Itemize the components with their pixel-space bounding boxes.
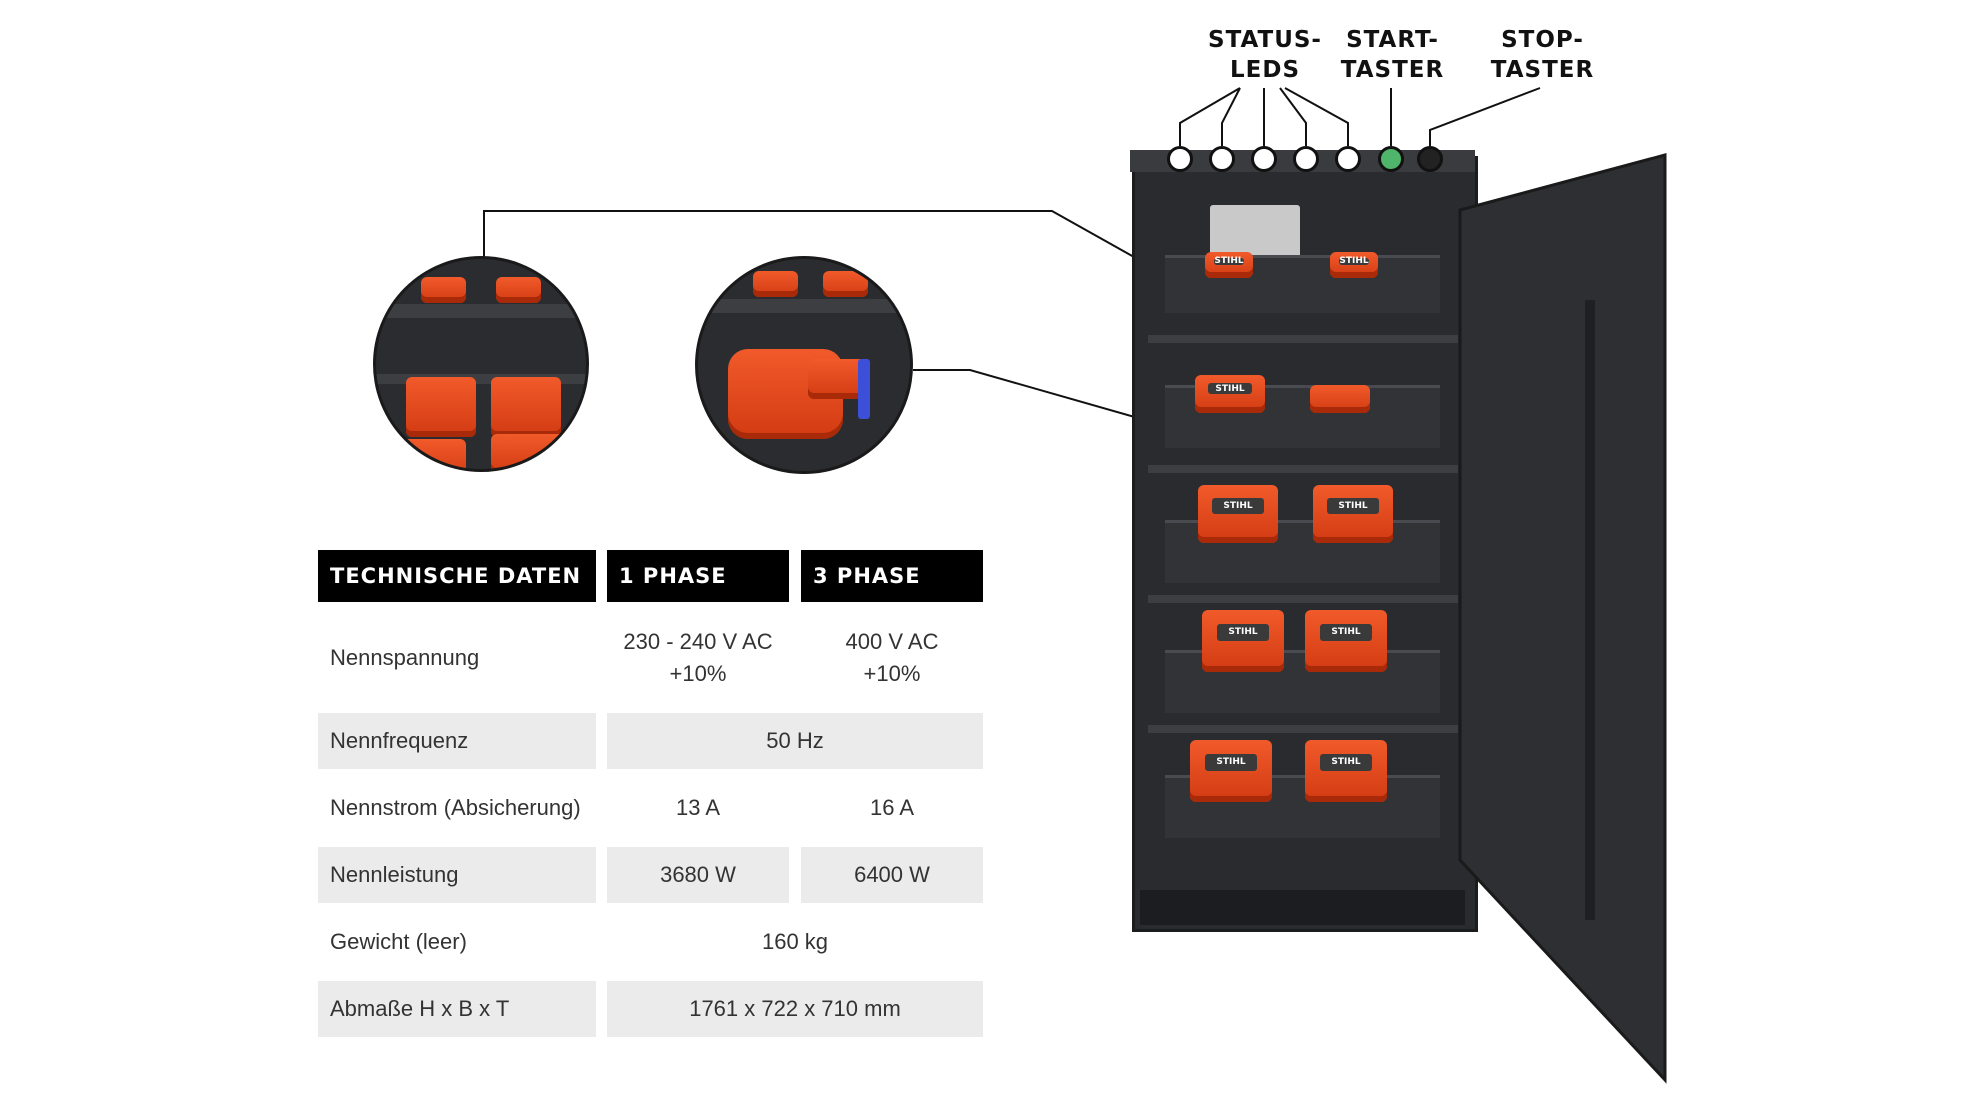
row-label-nennleistung: Nennleistung [318, 847, 596, 903]
value-nennspannung-1-phase: 230 - 240 V AC +10% [623, 628, 773, 686]
status-led-3 [1251, 146, 1277, 172]
row-label-nennspannung: Nennspannung [330, 644, 480, 670]
value-nennleistung-1-phase: 3680 W [607, 847, 789, 903]
status-led-1 [1167, 146, 1193, 172]
shelf-2 [1148, 465, 1458, 473]
battery [496, 277, 541, 303]
status-leds-label: STATUS- LEDS [1208, 27, 1322, 83]
table-header-1-phase: 1 PHASE [607, 550, 789, 602]
status-led-4 [1293, 146, 1319, 172]
cabinet-plinth [1140, 890, 1465, 925]
battery: STIHL [1202, 610, 1284, 672]
value-nennstrom-3-phase: 16 A [869, 795, 915, 820]
battery: STIHL [1305, 610, 1387, 672]
value-gewicht: 160 kg [761, 929, 829, 954]
battery [406, 377, 476, 437]
battery: STIHL [1205, 252, 1253, 278]
stop-button-label: STOP- TASTER [1490, 27, 1595, 83]
table-header-3-phase: 3 PHASE [801, 550, 983, 602]
status-led-5 [1335, 146, 1361, 172]
battery: STIHL [1190, 740, 1272, 802]
blue-connector-icon [858, 359, 870, 419]
shelf-3 [1148, 595, 1458, 603]
battery [396, 439, 466, 469]
value-nennstrom-1-phase: 13 A [675, 795, 721, 820]
table-header-title: TECHNISCHE DATEN [318, 550, 596, 602]
battery [753, 271, 798, 297]
battery [491, 434, 571, 469]
battery: STIHL [1330, 252, 1378, 278]
battery [1310, 385, 1370, 413]
stop-button[interactable] [1417, 146, 1443, 172]
status-led-2 [1209, 146, 1235, 172]
battery: STIHL [1313, 485, 1393, 543]
cabinet-door [1458, 153, 1667, 1084]
value-nennfrequenz: 50 Hz [607, 713, 983, 769]
start-button[interactable] [1378, 146, 1404, 172]
value-nennspannung-3-phase: 400 V AC +10% [845, 628, 939, 686]
battery: STIHL [1195, 375, 1265, 413]
control-unit [1210, 205, 1300, 260]
value-abmasse: 1761 x 722 x 710 mm [607, 981, 983, 1037]
row-label-nennfrequenz: Nennfrequenz [318, 713, 596, 769]
battery [421, 277, 466, 303]
zoom-detail-circle-1 [373, 256, 589, 472]
shelf-4 [1148, 725, 1458, 733]
row-label-nennstrom: Nennstrom (Absicherung) [330, 795, 581, 820]
battery [823, 271, 868, 297]
row-label-gewicht: Gewicht (leer) [330, 929, 467, 954]
battery: STIHL [1198, 485, 1278, 543]
shelf-1 [1148, 335, 1458, 343]
zoom-detail-circle-2 [695, 256, 913, 474]
start-button-label: START- TASTER [1340, 27, 1445, 83]
row-label-abmasse: Abmaße H x B x T [318, 981, 596, 1037]
battery: STIHL [1305, 740, 1387, 802]
value-nennleistung-3-phase: 6400 W [801, 847, 983, 903]
battery [491, 377, 561, 437]
